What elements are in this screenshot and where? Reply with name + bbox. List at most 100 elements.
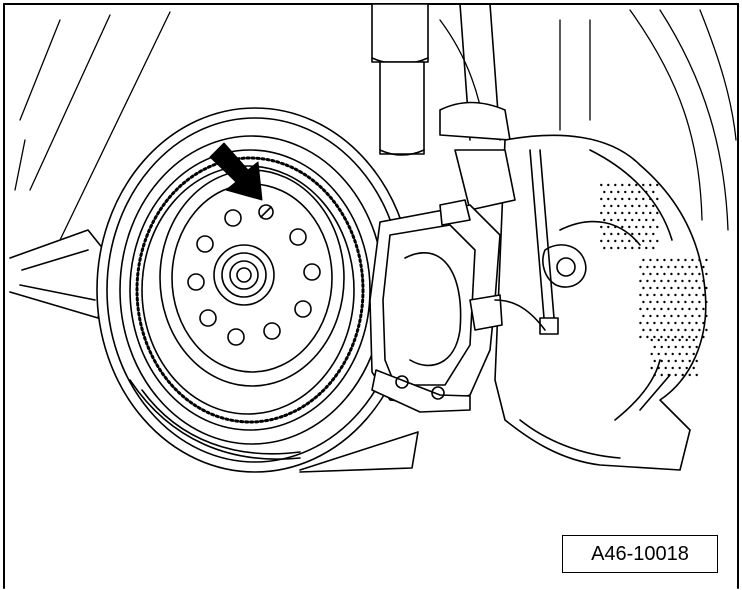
texture-dot <box>684 272 687 276</box>
texture-dot <box>677 314 680 318</box>
texture-dot <box>695 293 698 297</box>
texture-dot <box>660 359 663 363</box>
texture-dot <box>646 279 649 283</box>
texture-dot <box>628 211 631 215</box>
texture-dot <box>656 225 659 229</box>
texture-dot <box>695 307 698 311</box>
texture-dot <box>646 307 649 311</box>
texture-dot <box>621 183 624 187</box>
texture-dot <box>653 293 656 297</box>
suspension-strut <box>371 3 511 156</box>
texture-dot <box>600 183 603 187</box>
texture-dot <box>702 265 705 269</box>
texture-dot <box>631 232 634 236</box>
texture-dot <box>607 211 610 215</box>
texture-dot <box>691 314 694 318</box>
texture-dot <box>667 265 670 269</box>
texture-dot <box>692 338 695 342</box>
texture-dot <box>649 197 652 201</box>
texture-dot <box>617 204 620 208</box>
texture-dot <box>660 279 663 283</box>
texture-dot <box>649 314 652 318</box>
texture-dot <box>607 225 610 229</box>
texture-dot <box>624 232 627 236</box>
texture-dot <box>645 218 648 222</box>
texture-dot <box>674 265 677 269</box>
texture-dot <box>677 328 680 332</box>
texture-dot <box>656 197 659 201</box>
texture-dot <box>617 190 620 194</box>
texture-dot <box>698 286 701 290</box>
texture-dot <box>677 258 680 262</box>
texture-dot <box>624 246 627 250</box>
texture-dot <box>667 279 670 283</box>
texture-dot <box>688 345 691 349</box>
texture-dot <box>667 345 670 349</box>
texture-dot <box>638 246 641 250</box>
texture-dot <box>692 366 695 370</box>
texture-dot <box>702 293 705 297</box>
texture-dot <box>674 279 677 283</box>
texture-dot <box>621 225 624 229</box>
texture-dot <box>674 345 677 349</box>
texture-dot <box>688 307 691 311</box>
figure-reference-text: A46-10018 <box>591 542 689 565</box>
texture-dot <box>663 272 666 276</box>
texture-dot <box>695 265 698 269</box>
texture-dot <box>656 314 659 318</box>
lug-hole <box>263 322 281 340</box>
texture-dot <box>642 225 645 229</box>
caliper-bracket-link <box>454 149 587 335</box>
texture-dot <box>614 239 617 243</box>
texture-dot <box>667 373 670 377</box>
texture-dot <box>610 246 613 250</box>
texture-dot <box>670 272 673 276</box>
texture-dot <box>628 197 631 201</box>
texture-dot <box>639 265 642 269</box>
texture-dot <box>695 335 698 339</box>
texture-dot <box>649 211 652 215</box>
texture-dot <box>653 335 656 339</box>
texture-dot <box>663 314 666 318</box>
texture-dot <box>664 352 667 356</box>
texture-dot <box>685 352 688 356</box>
texture-dot <box>660 373 663 377</box>
texture-dot <box>657 366 660 370</box>
texture-dot <box>610 218 613 222</box>
frame-border <box>3 3 739 589</box>
texture-dot <box>621 211 624 215</box>
texture-dot <box>702 335 705 339</box>
texture-dot <box>698 272 701 276</box>
texture-dot <box>628 225 631 229</box>
texture-dot <box>691 300 694 304</box>
texture-dot <box>635 225 638 229</box>
texture-dot <box>705 286 708 290</box>
texture-dot <box>649 183 652 187</box>
texture-dot <box>628 183 631 187</box>
texture-dot <box>671 352 674 356</box>
texture-dot <box>645 246 648 250</box>
texture-dot <box>695 373 698 377</box>
texture-dot <box>649 286 652 290</box>
texture-dot <box>688 279 691 283</box>
texture-dot <box>681 279 684 283</box>
indicator-arrow <box>209 142 263 201</box>
texture-dot <box>649 239 652 243</box>
texture-dot <box>600 197 603 201</box>
texture-dot <box>614 183 617 187</box>
texture-dot <box>645 190 648 194</box>
texture-dot <box>657 338 660 342</box>
texture-dot <box>663 328 666 332</box>
lug-hole <box>294 300 312 318</box>
texture-dot <box>684 300 687 304</box>
texture-dot <box>624 190 627 194</box>
lug-holes <box>187 209 321 346</box>
texture-dot <box>663 286 666 290</box>
texture-dot <box>688 293 691 297</box>
texture-dot <box>646 293 649 297</box>
texture-dot <box>631 246 634 250</box>
texture-dot <box>656 211 659 215</box>
texture-dot <box>681 359 684 363</box>
texture-dot <box>642 239 645 243</box>
texture-dot <box>670 300 673 304</box>
